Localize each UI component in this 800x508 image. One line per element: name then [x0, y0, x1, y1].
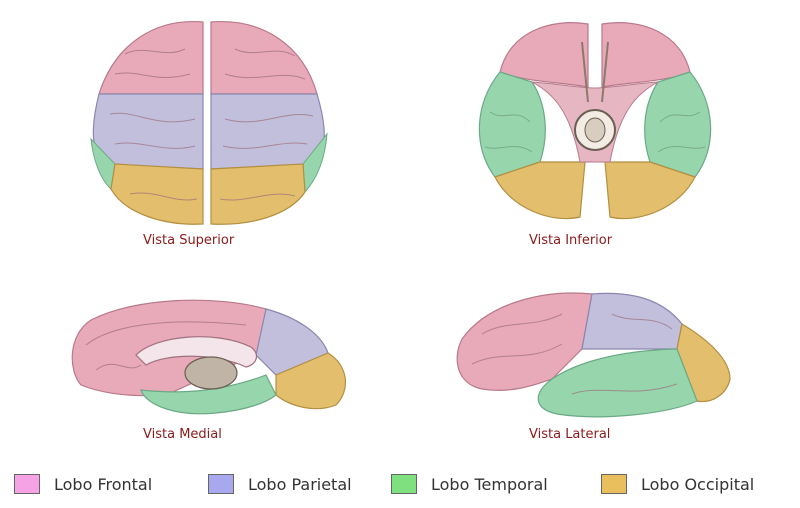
legend-label-occipital: Lobo Occipital [641, 474, 755, 494]
lateral-temporal [537, 348, 698, 418]
lateral-parietal [581, 292, 683, 350]
inferior-view [470, 12, 720, 232]
legend: Lobo Frontal Lobo Parietal Lobo Temporal… [0, 464, 800, 504]
legend-swatch-parietal [208, 474, 234, 494]
superior-left-hemisphere [90, 21, 204, 225]
caption-vista-inferior: Vista Inferior [529, 233, 613, 248]
inferior-gyri [484, 111, 706, 153]
inferior-temporal [478, 71, 712, 178]
inferior-frontal [499, 22, 691, 88]
caption-vista-superior: Vista Superior [143, 233, 235, 248]
caption-vista-medial: Vista Medial [143, 427, 222, 442]
legend-swatch-frontal [14, 474, 40, 494]
legend-label-parietal: Lobo Parietal [248, 474, 352, 494]
lateral-gyri [471, 313, 678, 395]
medial-corpus-callosum [135, 336, 258, 390]
inferior-brainstem [531, 41, 659, 163]
superior-gyri [109, 48, 314, 201]
legend-label-temporal: Lobo Temporal [431, 474, 548, 494]
legend-item-temporal: Lobo Temporal [391, 464, 548, 504]
medial-gyri [85, 321, 247, 371]
brain-medial-illustration [71, 299, 347, 415]
brain-superior-illustration [90, 21, 328, 225]
legend-swatch-occipital [601, 474, 627, 494]
superior-view [85, 14, 335, 234]
legend-item-parietal: Lobo Parietal [208, 464, 352, 504]
inferior-occipital [494, 161, 696, 220]
legend-label-frontal: Lobo Frontal [54, 474, 153, 494]
lateral-view [452, 289, 734, 424]
legend-item-occipital: Lobo Occipital [601, 464, 754, 504]
medial-temporal [140, 374, 277, 415]
medial-occipital [275, 352, 347, 410]
brain-lateral-illustration [456, 292, 731, 418]
legend-swatch-temporal [391, 474, 417, 494]
lateral-frontal [456, 292, 593, 391]
superior-right-hemisphere [210, 21, 328, 225]
caption-vista-lateral: Vista Lateral [529, 427, 611, 442]
medial-view [66, 295, 351, 425]
legend-item-frontal: Lobo Frontal [14, 464, 152, 504]
brain-inferior-illustration [478, 22, 712, 220]
